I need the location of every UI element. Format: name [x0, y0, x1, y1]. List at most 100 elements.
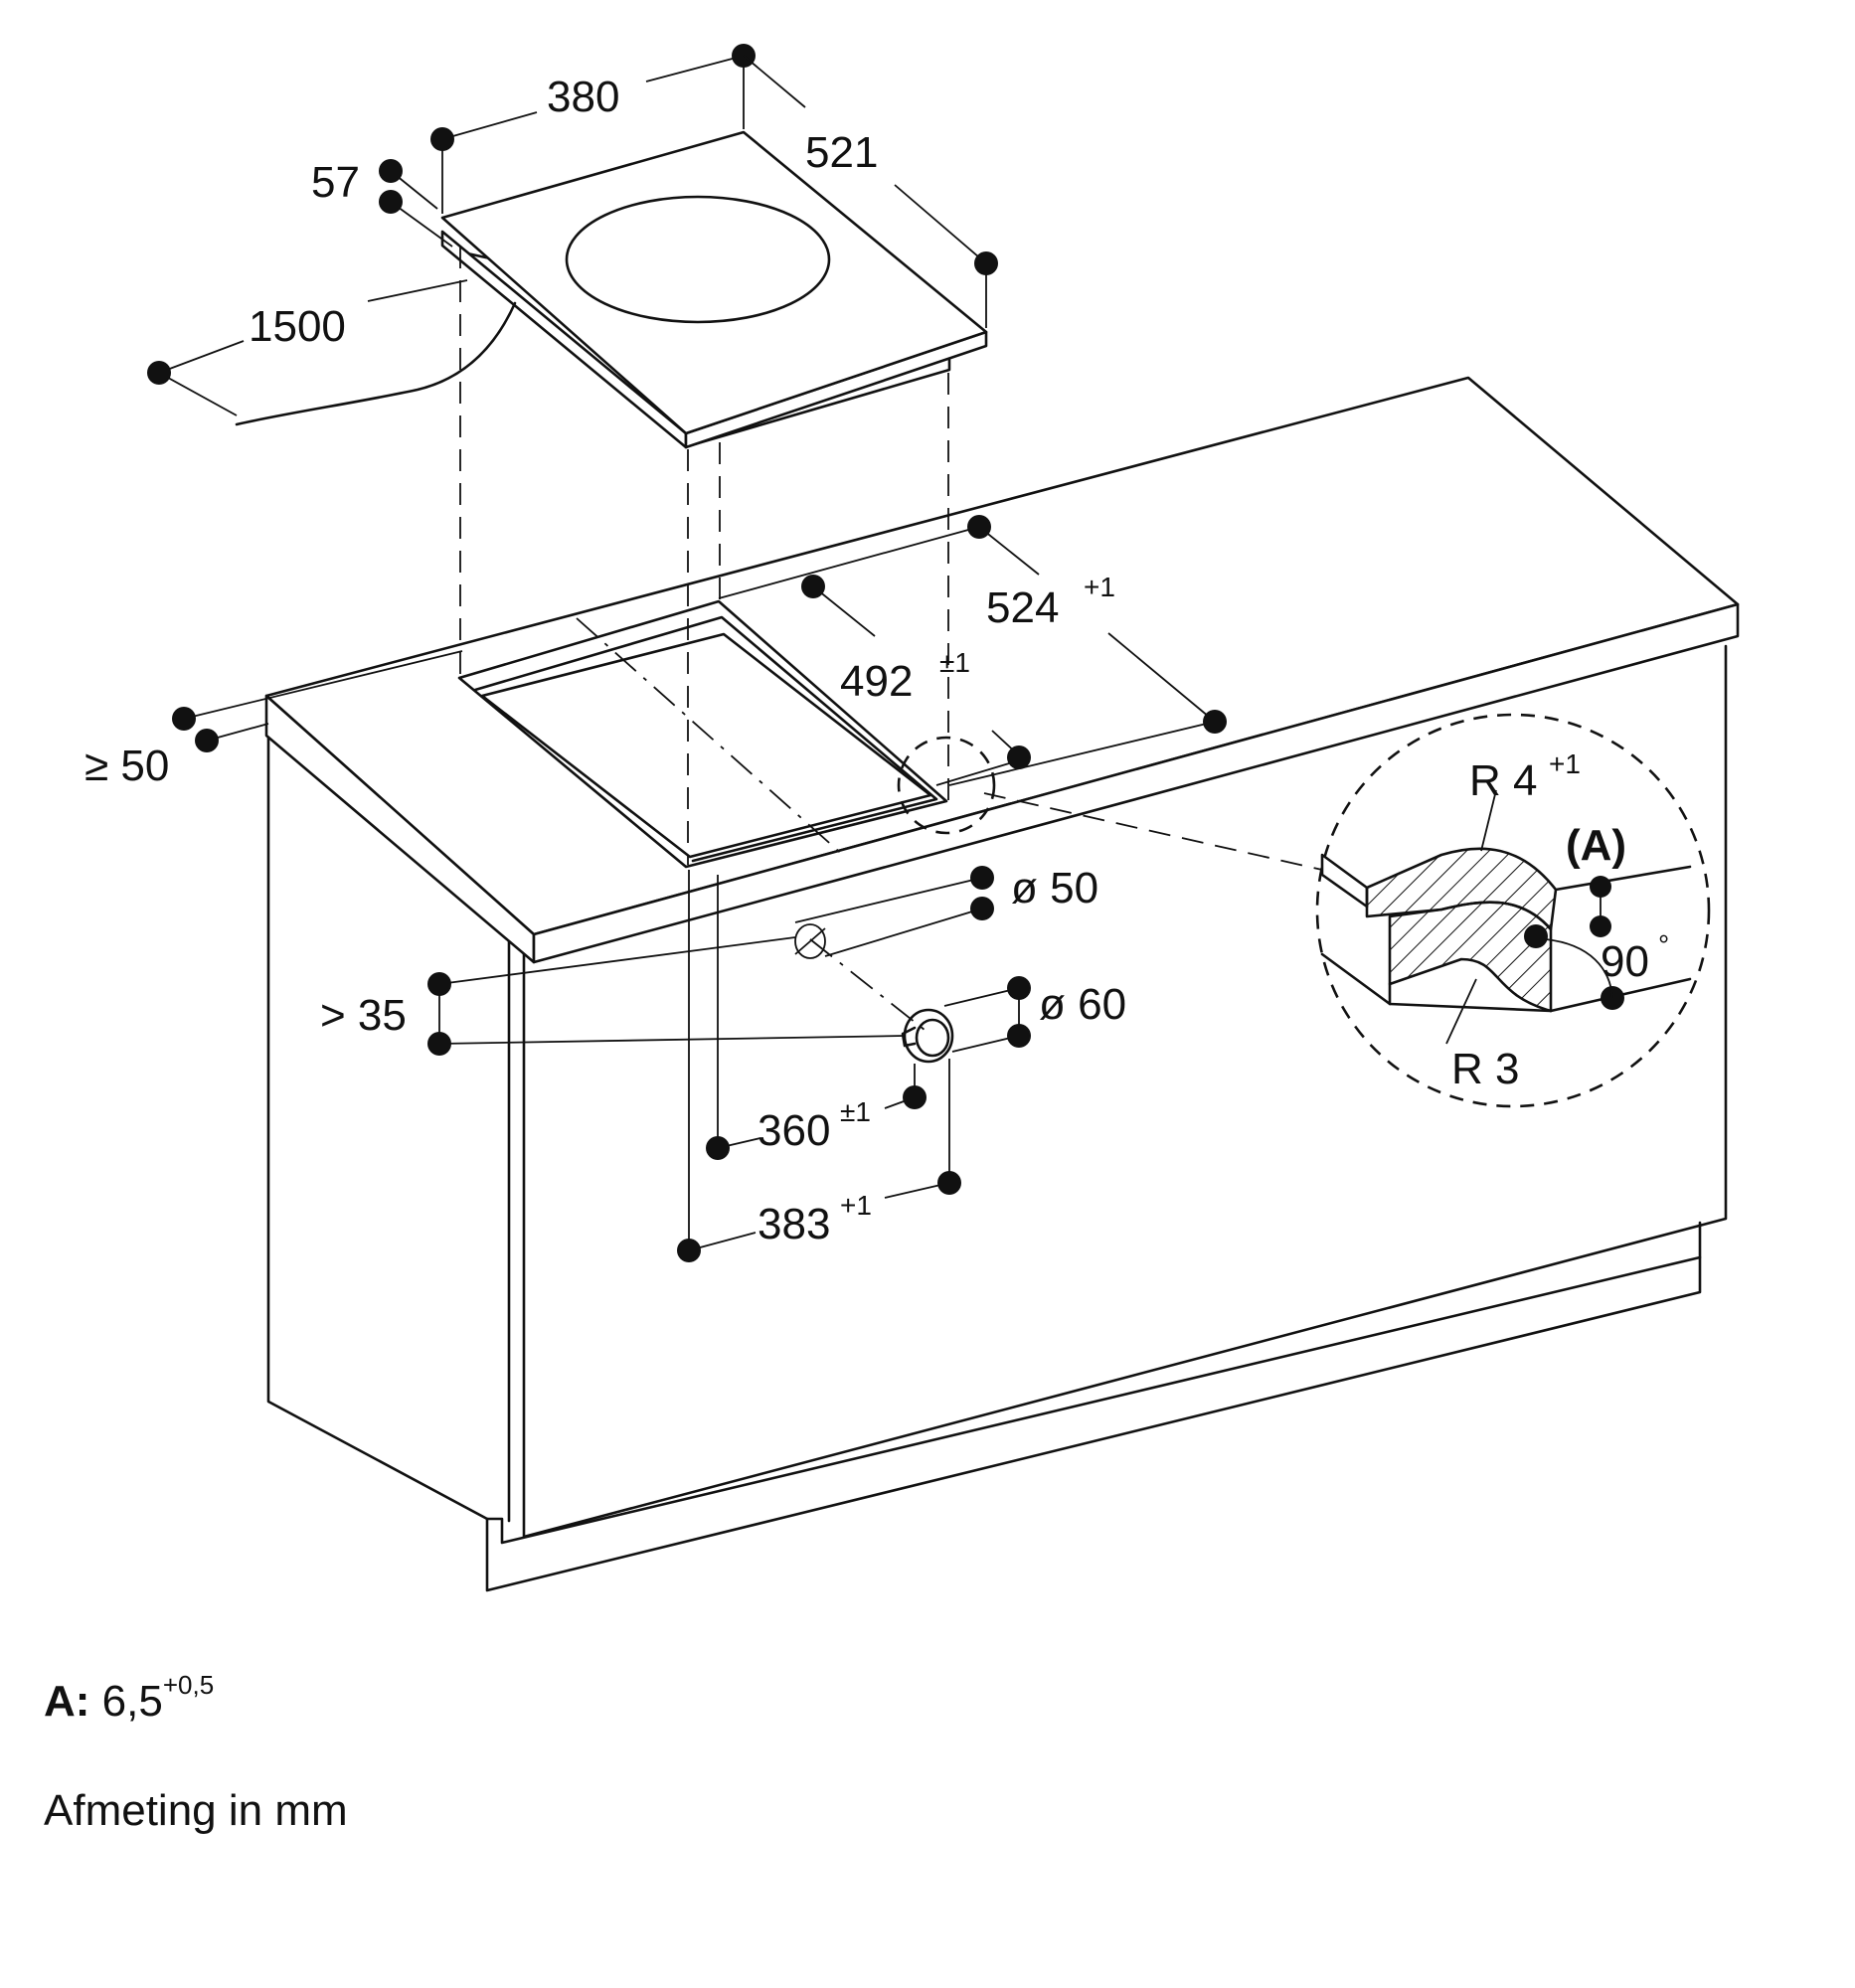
dim-1500-ext [158, 372, 238, 416]
label-cutout-depth-inner-tol: ±1 [840, 1096, 871, 1127]
hole-60-inner [915, 1018, 950, 1058]
detail-section-body [1388, 901, 1553, 1013]
dim-1500-line-b [367, 279, 468, 302]
legend-key: A: [44, 1677, 90, 1726]
dimension-labels: 380 521 57 1500 524 +1 492 ±1 360 ±1 383… [84, 73, 1669, 1248]
dim-524-line-b [1107, 632, 1216, 723]
dim-35-line-top [438, 936, 796, 985]
detail-surface-right [1554, 865, 1692, 892]
dim-hole50-line-bottom [824, 908, 983, 957]
detail-leader-line [983, 792, 1323, 871]
label-hob-height: 57 [311, 158, 360, 207]
label-hob-depth: 521 [805, 128, 878, 177]
label-detail-angle: 90 [1601, 937, 1649, 986]
label-detail-step: (A) [1566, 821, 1626, 870]
dim-521-dot [974, 251, 998, 275]
detail-surface-left [1320, 853, 1369, 909]
dim-50-line-top [183, 650, 463, 720]
cabinet-plinth [485, 1221, 1702, 1545]
hob-glass-top [440, 130, 988, 435]
detail-under-left [1320, 952, 1392, 1006]
dim-57-dot-top [379, 159, 403, 183]
countertop-top [264, 376, 1740, 936]
label-hole-large: ø 60 [1039, 980, 1126, 1029]
dim-524-ext [718, 526, 980, 599]
dim-380-line-b [645, 55, 745, 83]
hole-60-grommet [901, 1026, 917, 1048]
legend-value: 6,5 [101, 1677, 163, 1726]
dim-383-dot-right [937, 1171, 961, 1195]
units-note: Afmeting in mm [44, 1786, 348, 1835]
label-hole-offset: > 35 [320, 991, 407, 1040]
label-cutout-width-inner: 492 [840, 657, 913, 706]
dim-524-line-a [978, 526, 1040, 576]
induction-hob [235, 130, 988, 449]
hob-power-cable [235, 301, 517, 426]
dim-35-dot-top [427, 972, 451, 996]
dim-hole50-line-top [794, 877, 983, 923]
dim-492-line-a [812, 585, 876, 637]
detail-a-dot-top [1590, 876, 1611, 898]
cabinet-side-left [266, 734, 489, 1521]
detail-angle-arc [1545, 938, 1613, 999]
dim-hole60-line-top [943, 987, 1020, 1007]
hob-cooking-zone [565, 195, 831, 324]
dim-492-dot-bottom [1007, 746, 1031, 769]
dim-57-dot-bottom [379, 190, 403, 214]
dim-360-dot-left [706, 1136, 730, 1160]
label-cable-length: 1500 [249, 302, 346, 351]
label-cutout-depth-inner: 360 [758, 1106, 830, 1155]
dim-57-ext-bottom [390, 201, 453, 248]
countertop-front-edge [532, 602, 1740, 964]
dim-35-dot-bottom [427, 1032, 451, 1056]
label-cutout-depth-outer: 383 [758, 1200, 830, 1248]
label-detail-angle-unit: ° [1658, 929, 1669, 960]
dim-492-ext [935, 759, 1020, 786]
center-line-cutout [576, 617, 846, 858]
dim-hole60-dot-top [1007, 976, 1031, 1000]
detail-r3-leader [1445, 978, 1477, 1045]
dim-1500-line-a [158, 340, 245, 374]
cabinet-front-panel [522, 644, 1728, 1539]
detail-a-dot-bottom [1590, 915, 1611, 937]
cutout-opening [480, 632, 932, 859]
detail-r4-leader [1480, 789, 1497, 852]
dim-492-dot-top [801, 575, 825, 598]
dim-380-line-a [441, 111, 538, 140]
label-edge-distance: ≥ 50 [84, 742, 169, 790]
label-cutout-width-inner-tol: ±1 [939, 647, 970, 678]
dim-524-dot-top [967, 515, 991, 539]
label-hob-width: 380 [547, 73, 619, 121]
detail-callout [897, 713, 1711, 1108]
center-line-hole [809, 938, 930, 1035]
dim-521-line-b [894, 184, 987, 264]
holes [794, 923, 954, 1064]
legend-step-value: A: 6,5+0,5 [44, 1672, 214, 1726]
dim-383-dot-left [677, 1239, 701, 1262]
dimension-lines [147, 44, 1227, 1262]
dim-hole50-dot-top [970, 866, 994, 890]
dim-50-dot-top [172, 707, 196, 731]
dim-524-dot-bottom [1203, 710, 1227, 734]
label-detail-radius-bottom: R 3 [1451, 1045, 1519, 1093]
detail-magnified-circle [1315, 713, 1711, 1108]
label-cutout-width-outer-tol: +1 [1084, 572, 1115, 602]
dim-50-dot-bottom [195, 729, 219, 752]
hole-50-marker [794, 923, 826, 959]
dim-hole60-dot-bottom [1007, 1024, 1031, 1048]
detail-angle-dot-a [1524, 924, 1548, 948]
cabinet-plinth-base [485, 1255, 1702, 1592]
dim-521-line-a [743, 55, 806, 108]
dim-1500-dot [147, 361, 171, 385]
dim-35-line-bottom [438, 1035, 906, 1045]
dim-360-dot-right [903, 1085, 927, 1109]
label-detail-radius-top: R 4 [1469, 756, 1537, 805]
detail-source-circle [897, 736, 996, 835]
dim-380-dot-left [430, 127, 454, 151]
label-cutout-width-outer: 524 [986, 583, 1059, 632]
legend-value-tol: +0,5 [162, 1670, 215, 1700]
label-cutout-depth-outer-tol: +1 [840, 1190, 872, 1221]
hole-50-cross [794, 927, 826, 955]
label-detail-radius-top-tol: +1 [1549, 748, 1581, 779]
